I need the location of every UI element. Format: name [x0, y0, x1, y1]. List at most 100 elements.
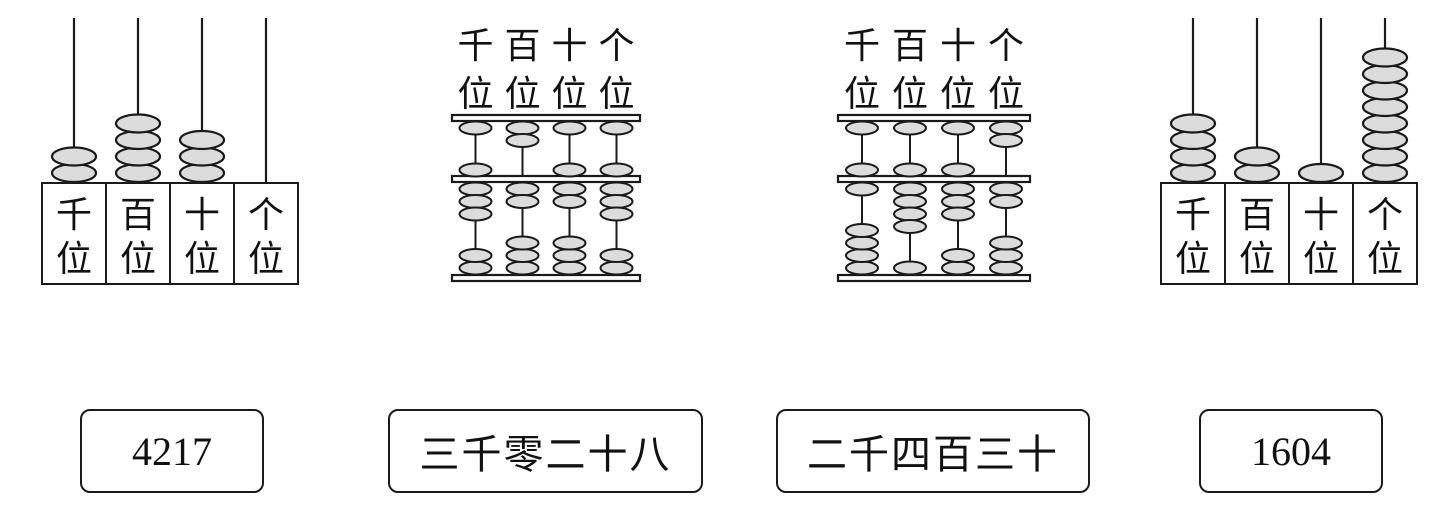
place-label-ones: 个: [598, 26, 634, 67]
answer-box-4: 1604: [1199, 409, 1383, 493]
place-label-hundreds: 位: [120, 239, 156, 280]
heaven-bead-tens: [552, 162, 587, 178]
earth-bead-ones: [989, 194, 1023, 209]
earth-bead-ones: [599, 194, 634, 209]
earth-bead-thousands: [845, 181, 879, 197]
earth-bead-tens: [552, 181, 587, 197]
earth-bead-hundreds: [893, 219, 927, 234]
answer-text-1: 4217: [132, 428, 212, 474]
earth-bead-tens: [941, 248, 975, 263]
heaven-bead-hundreds: [505, 120, 540, 136]
answer-text-4: 1604: [1251, 428, 1331, 474]
place-label-tens: 十: [184, 195, 220, 236]
place-label-tens: 十: [940, 26, 976, 67]
heaven-bead-tens: [941, 120, 975, 136]
bead-thousands: [1169, 113, 1217, 134]
bead-ones: [1361, 96, 1409, 118]
bead-hundreds: [1233, 162, 1281, 184]
bead-thousands: [50, 146, 98, 167]
earth-bead-tens: [552, 248, 587, 263]
place-label-hundreds: 百: [504, 26, 540, 67]
earth-bead-ones: [599, 181, 634, 197]
place-label-ones: 位: [1367, 239, 1403, 280]
earth-bead-thousands: [458, 206, 493, 222]
earth-bead-hundreds: [505, 194, 540, 209]
place-label-tens: 十: [551, 26, 587, 67]
bead-ones: [1361, 162, 1409, 184]
bead-thousands: [1169, 146, 1217, 167]
earth-bead-hundreds: [893, 194, 927, 209]
place-label-thousands: 千: [844, 26, 880, 67]
answer-box-1: 4217: [80, 409, 264, 493]
place-label-hundreds: 位: [504, 74, 540, 115]
place-label-thousands: 千: [56, 195, 92, 236]
bead-ones: [1361, 113, 1409, 134]
place-label-thousands: 千: [1175, 195, 1211, 236]
heaven-bead-thousands: [458, 120, 493, 136]
place-label-hundreds: 位: [1239, 239, 1275, 280]
place-label-thousands: 位: [56, 239, 92, 280]
earth-bead-tens: [941, 181, 975, 197]
bead-thousands: [1169, 162, 1217, 184]
answer-box-3: 二千四百三十: [776, 409, 1090, 493]
place-label-ones: 位: [988, 74, 1024, 115]
earth-bead-hundreds: [505, 235, 540, 251]
heaven-bead-ones: [989, 120, 1023, 136]
place-label-ones: 位: [248, 239, 284, 280]
place-label-hundreds: 百: [1239, 195, 1275, 236]
place-label-thousands: 千: [457, 26, 493, 67]
beam: [450, 174, 642, 184]
earth-bead-hundreds: [505, 260, 540, 276]
bead-ones: [1361, 80, 1409, 101]
earth-bead-thousands: [458, 194, 493, 209]
bead-tens: [1297, 162, 1345, 184]
earth-bead-hundreds: [893, 260, 927, 276]
bead-ones: [1361, 63, 1409, 85]
heaven-bead-ones: [599, 162, 634, 178]
place-label-tens: 十: [1303, 195, 1339, 236]
place-label-ones: 个: [1367, 195, 1403, 236]
bottom-frame: [836, 273, 1032, 283]
place-label-tens: 位: [940, 74, 976, 115]
earth-bead-tens: [552, 194, 587, 209]
heaven-bead-ones: [989, 133, 1023, 148]
earth-bead-tens: [941, 260, 975, 276]
bead-hundreds: [114, 129, 162, 151]
place-label-tens: 位: [184, 239, 220, 280]
earth-bead-tens: [552, 260, 587, 276]
heaven-bead-ones: [599, 120, 634, 136]
earth-bead-ones: [599, 248, 634, 263]
place-label-thousands: 位: [1175, 239, 1211, 280]
earth-bead-hundreds: [505, 181, 540, 197]
bead-ones: [1361, 129, 1409, 151]
place-label-hundreds: 百: [120, 195, 156, 236]
heaven-bead-thousands: [845, 162, 879, 178]
bead-tens: [178, 129, 226, 151]
earth-bead-ones: [989, 260, 1023, 276]
bead-thousands: [50, 162, 98, 184]
bead-hundreds: [114, 162, 162, 184]
place-label-ones: 个: [248, 195, 284, 236]
place-label-hundreds: 百: [892, 26, 928, 67]
earth-bead-tens: [941, 194, 975, 209]
earth-bead-thousands: [458, 260, 493, 276]
bead-ones: [1361, 146, 1409, 167]
earth-bead-ones: [989, 181, 1023, 197]
earth-bead-thousands: [845, 235, 879, 251]
place-label-thousands: 位: [844, 74, 880, 115]
earth-bead-thousands: [845, 260, 879, 276]
top-frame: [450, 113, 642, 123]
earth-bead-thousands: [458, 181, 493, 197]
heaven-bead-hundreds: [893, 162, 927, 178]
top-frame: [836, 113, 1032, 123]
bead-ones: [1361, 47, 1409, 68]
earth-bead-ones: [989, 235, 1023, 251]
heaven-bead-thousands: [458, 162, 493, 178]
earth-bead-ones: [989, 248, 1023, 263]
earth-bead-ones: [599, 206, 634, 222]
earth-bead-hundreds: [893, 181, 927, 197]
